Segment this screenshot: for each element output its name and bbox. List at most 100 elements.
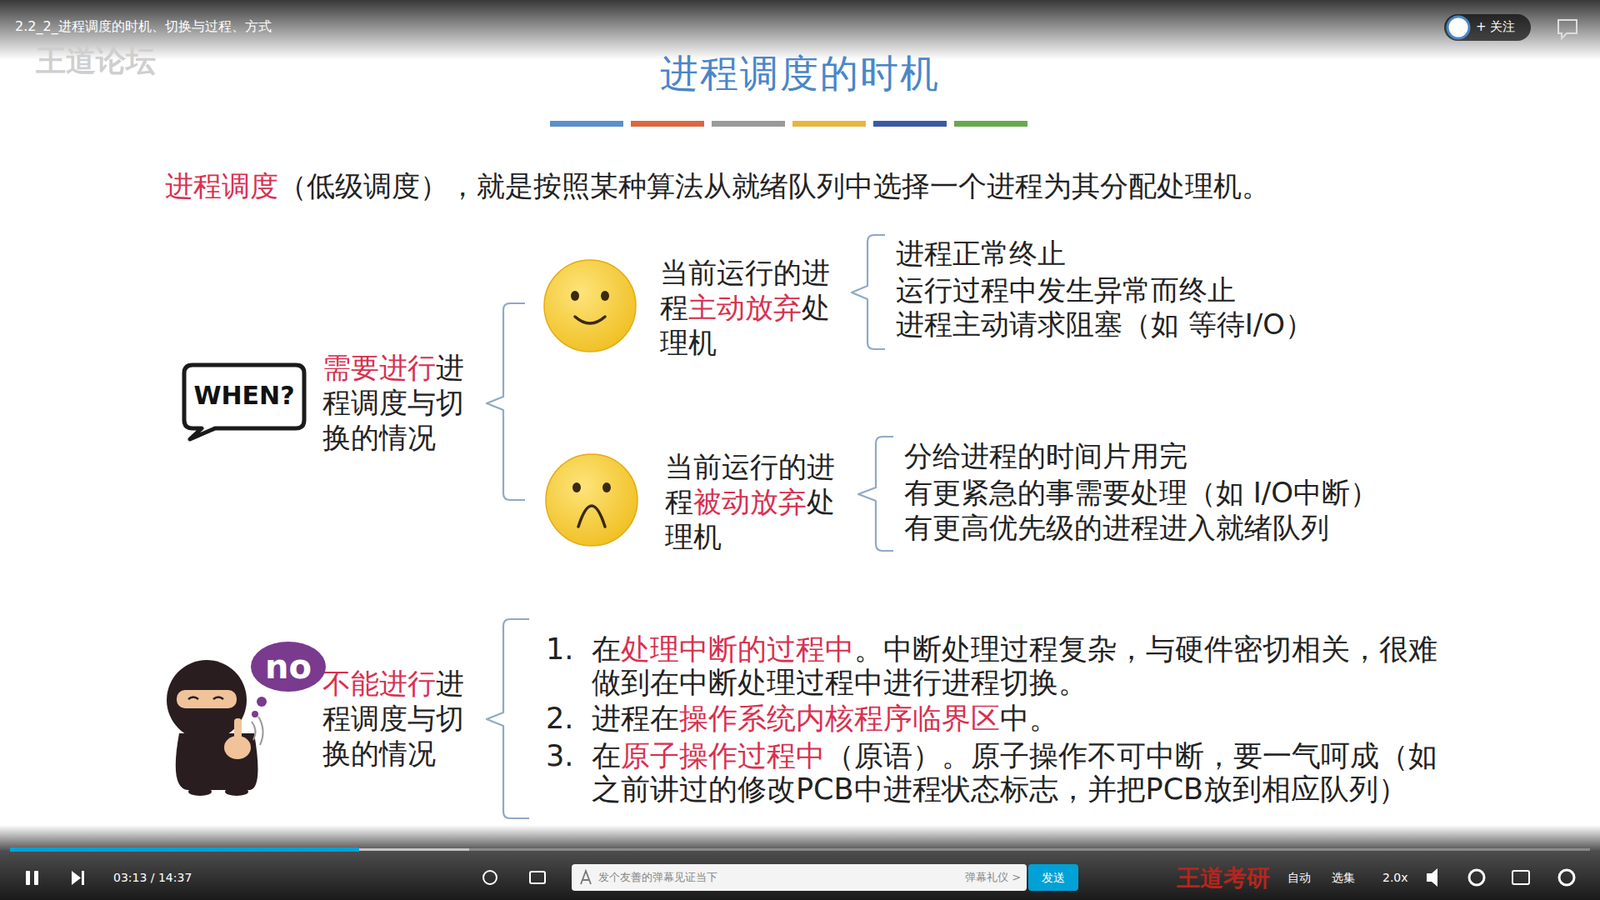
player-controls-part: [571, 864, 1027, 891]
ninja-illustration-part: [188, 697, 199, 700]
list-item: 在原子操作过程中（原语）。原子操作不可中断，要一气呵成（如之前讲过的修改PCB中…: [591, 739, 1450, 806]
label-text: 弹幕礼仪 >: [965, 870, 1021, 884]
watermark: 王道考研: [1176, 863, 1270, 893]
happy-face-part: [575, 316, 605, 324]
danmaku-rules: 弹幕礼仪 >: [965, 870, 1021, 885]
danmaku-placeholder: 发个友善的弹幕见证当下: [598, 870, 718, 885]
speech-bubble: no: [250, 640, 327, 693]
label-text: 进程主动请求阻塞（如 等待I/O）: [895, 307, 1314, 341]
label-text: 自动: [1287, 870, 1311, 885]
player-controls-part: [1426, 868, 1438, 887]
title-color-bars-part: [792, 120, 866, 127]
player-controls-part: [530, 871, 545, 884]
list-number: 1.: [545, 632, 574, 666]
leaf-item: 有更紧急的事需要处理（如 I/O中断）: [904, 475, 1379, 511]
label-text: + 关注: [1475, 19, 1515, 35]
keyword-text: 原子操作过程中: [620, 739, 825, 773]
branch-heading: 当前运行的进程被动放弃处理机: [665, 449, 838, 555]
bracket-part: [486, 303, 525, 500]
title-color-bars-part: [954, 120, 1028, 127]
label-text: 1.: [545, 632, 574, 666]
label-text: 03:13 / 14:37: [113, 870, 192, 885]
player-controls-part: [580, 870, 591, 885]
leaf-item: 进程主动请求阻塞（如 等待I/O）: [895, 306, 1314, 343]
ninja-illustration-part: [256, 696, 267, 707]
player-controls-part: [1469, 870, 1485, 885]
keyword-text: 被动放弃: [693, 485, 807, 519]
label-text: 2.2_2_进程调度的时机、切换与过程、方式: [15, 18, 272, 35]
label-text: 有更高优先级的进程进入就绪队列: [904, 510, 1330, 545]
keyword-text: 主动放弃: [688, 290, 802, 325]
label-text: 进程在: [591, 701, 680, 735]
label-text: 在: [591, 739, 621, 773]
ninja-illustration-part: [175, 733, 259, 790]
sad-face-part: [578, 505, 605, 527]
label-text: 2.: [545, 701, 574, 735]
follow-pill-part: [1444, 14, 1531, 41]
branch-heading: 当前运行的进程主动放弃处理机: [660, 255, 833, 360]
label-text: 王道考研: [1176, 864, 1270, 892]
ninja-illustration-part: [251, 721, 256, 740]
ninja-illustration-part: [225, 787, 249, 796]
bubble-shape: [250, 641, 326, 692]
progress-bar-part: [10, 847, 360, 852]
sad-face-part: [572, 482, 581, 493]
happy-face-part: [544, 260, 636, 352]
bubble-shape: [184, 365, 305, 440]
bottom-shade: [0, 825, 1600, 900]
bubble-text-box: no: [250, 640, 327, 693]
leaf-item: 进程正常终止: [895, 235, 1066, 272]
player-controls-part: [81, 870, 85, 885]
player-option: 2.0x: [1382, 870, 1409, 885]
sad-face-part: [602, 482, 611, 493]
player-controls: [25, 864, 1575, 891]
title-color-bars-part: [873, 120, 947, 127]
ninja-illustration-part: [213, 697, 224, 700]
label-text: 3.: [545, 739, 574, 773]
title-color-bars-part: [550, 120, 624, 127]
follow-pill: [1444, 14, 1531, 41]
leaf-item: 分给进程的时间片用完: [904, 438, 1188, 475]
label-text: 分给进程的时间片用完: [904, 439, 1188, 473]
branch-heading: 需要进行进程调度与切换的情况: [322, 350, 467, 455]
label-text: （低级调度），就是按照某种算法从就绪队列中选择一个进程为其分配处理机。: [278, 169, 1270, 203]
player-controls-part: [483, 870, 497, 885]
ninja-illustration-part: [188, 787, 212, 796]
help-icon-part: [1558, 20, 1577, 39]
title-color-bars-part: [711, 120, 785, 127]
keyword-text: 进程调度: [165, 169, 279, 203]
player-controls-part: [1512, 870, 1530, 885]
follow-pill-part: [1447, 16, 1470, 39]
list-item: 在处理中断的过程中。中断处理过程复杂，与硬件密切相关，很难做到在中断处理过程中进…: [591, 632, 1450, 700]
ninja-illustration-part: [258, 716, 264, 745]
player-option: 选集: [1331, 870, 1355, 885]
bracket-part: [858, 436, 894, 551]
progress-bar: [10, 847, 1590, 852]
happy-face-part: [570, 290, 580, 301]
keyword-text: 需要进行: [322, 350, 436, 385]
help-icon: [1558, 20, 1577, 39]
keyword-text: 操作系统内核程序临界区: [679, 701, 1000, 735]
player-controls-part: [25, 870, 30, 885]
ninja-illustration-part: [224, 735, 251, 760]
label-text: 进程正常终止: [895, 236, 1066, 270]
leaf-item: 运行过程中发生异常而终止: [895, 272, 1236, 309]
branch-heading: 不能进行进程调度与切换的情况: [322, 665, 467, 771]
speech-bubble: WHEN?: [181, 362, 307, 442]
send-button: 发送: [1041, 870, 1065, 885]
bubble-text: no: [265, 647, 312, 686]
label-text: 运行过程中发生异常而终止: [895, 273, 1236, 307]
keyword-text: 不能进行: [322, 666, 436, 700]
player-time: 03:13 / 14:37: [113, 870, 192, 885]
happy-face: [544, 260, 636, 352]
label-text: 选集: [1331, 870, 1355, 885]
ninja-illustration-part: [251, 710, 259, 718]
label-text: 王道论坛: [35, 43, 156, 78]
title-color-bars-part: [630, 120, 705, 127]
label-text: 在: [591, 632, 621, 666]
label-text: 中。: [1000, 701, 1059, 735]
player-controls-part: [34, 870, 39, 885]
title-color-bars: [550, 120, 1028, 127]
ninja-illustration: [166, 660, 267, 796]
